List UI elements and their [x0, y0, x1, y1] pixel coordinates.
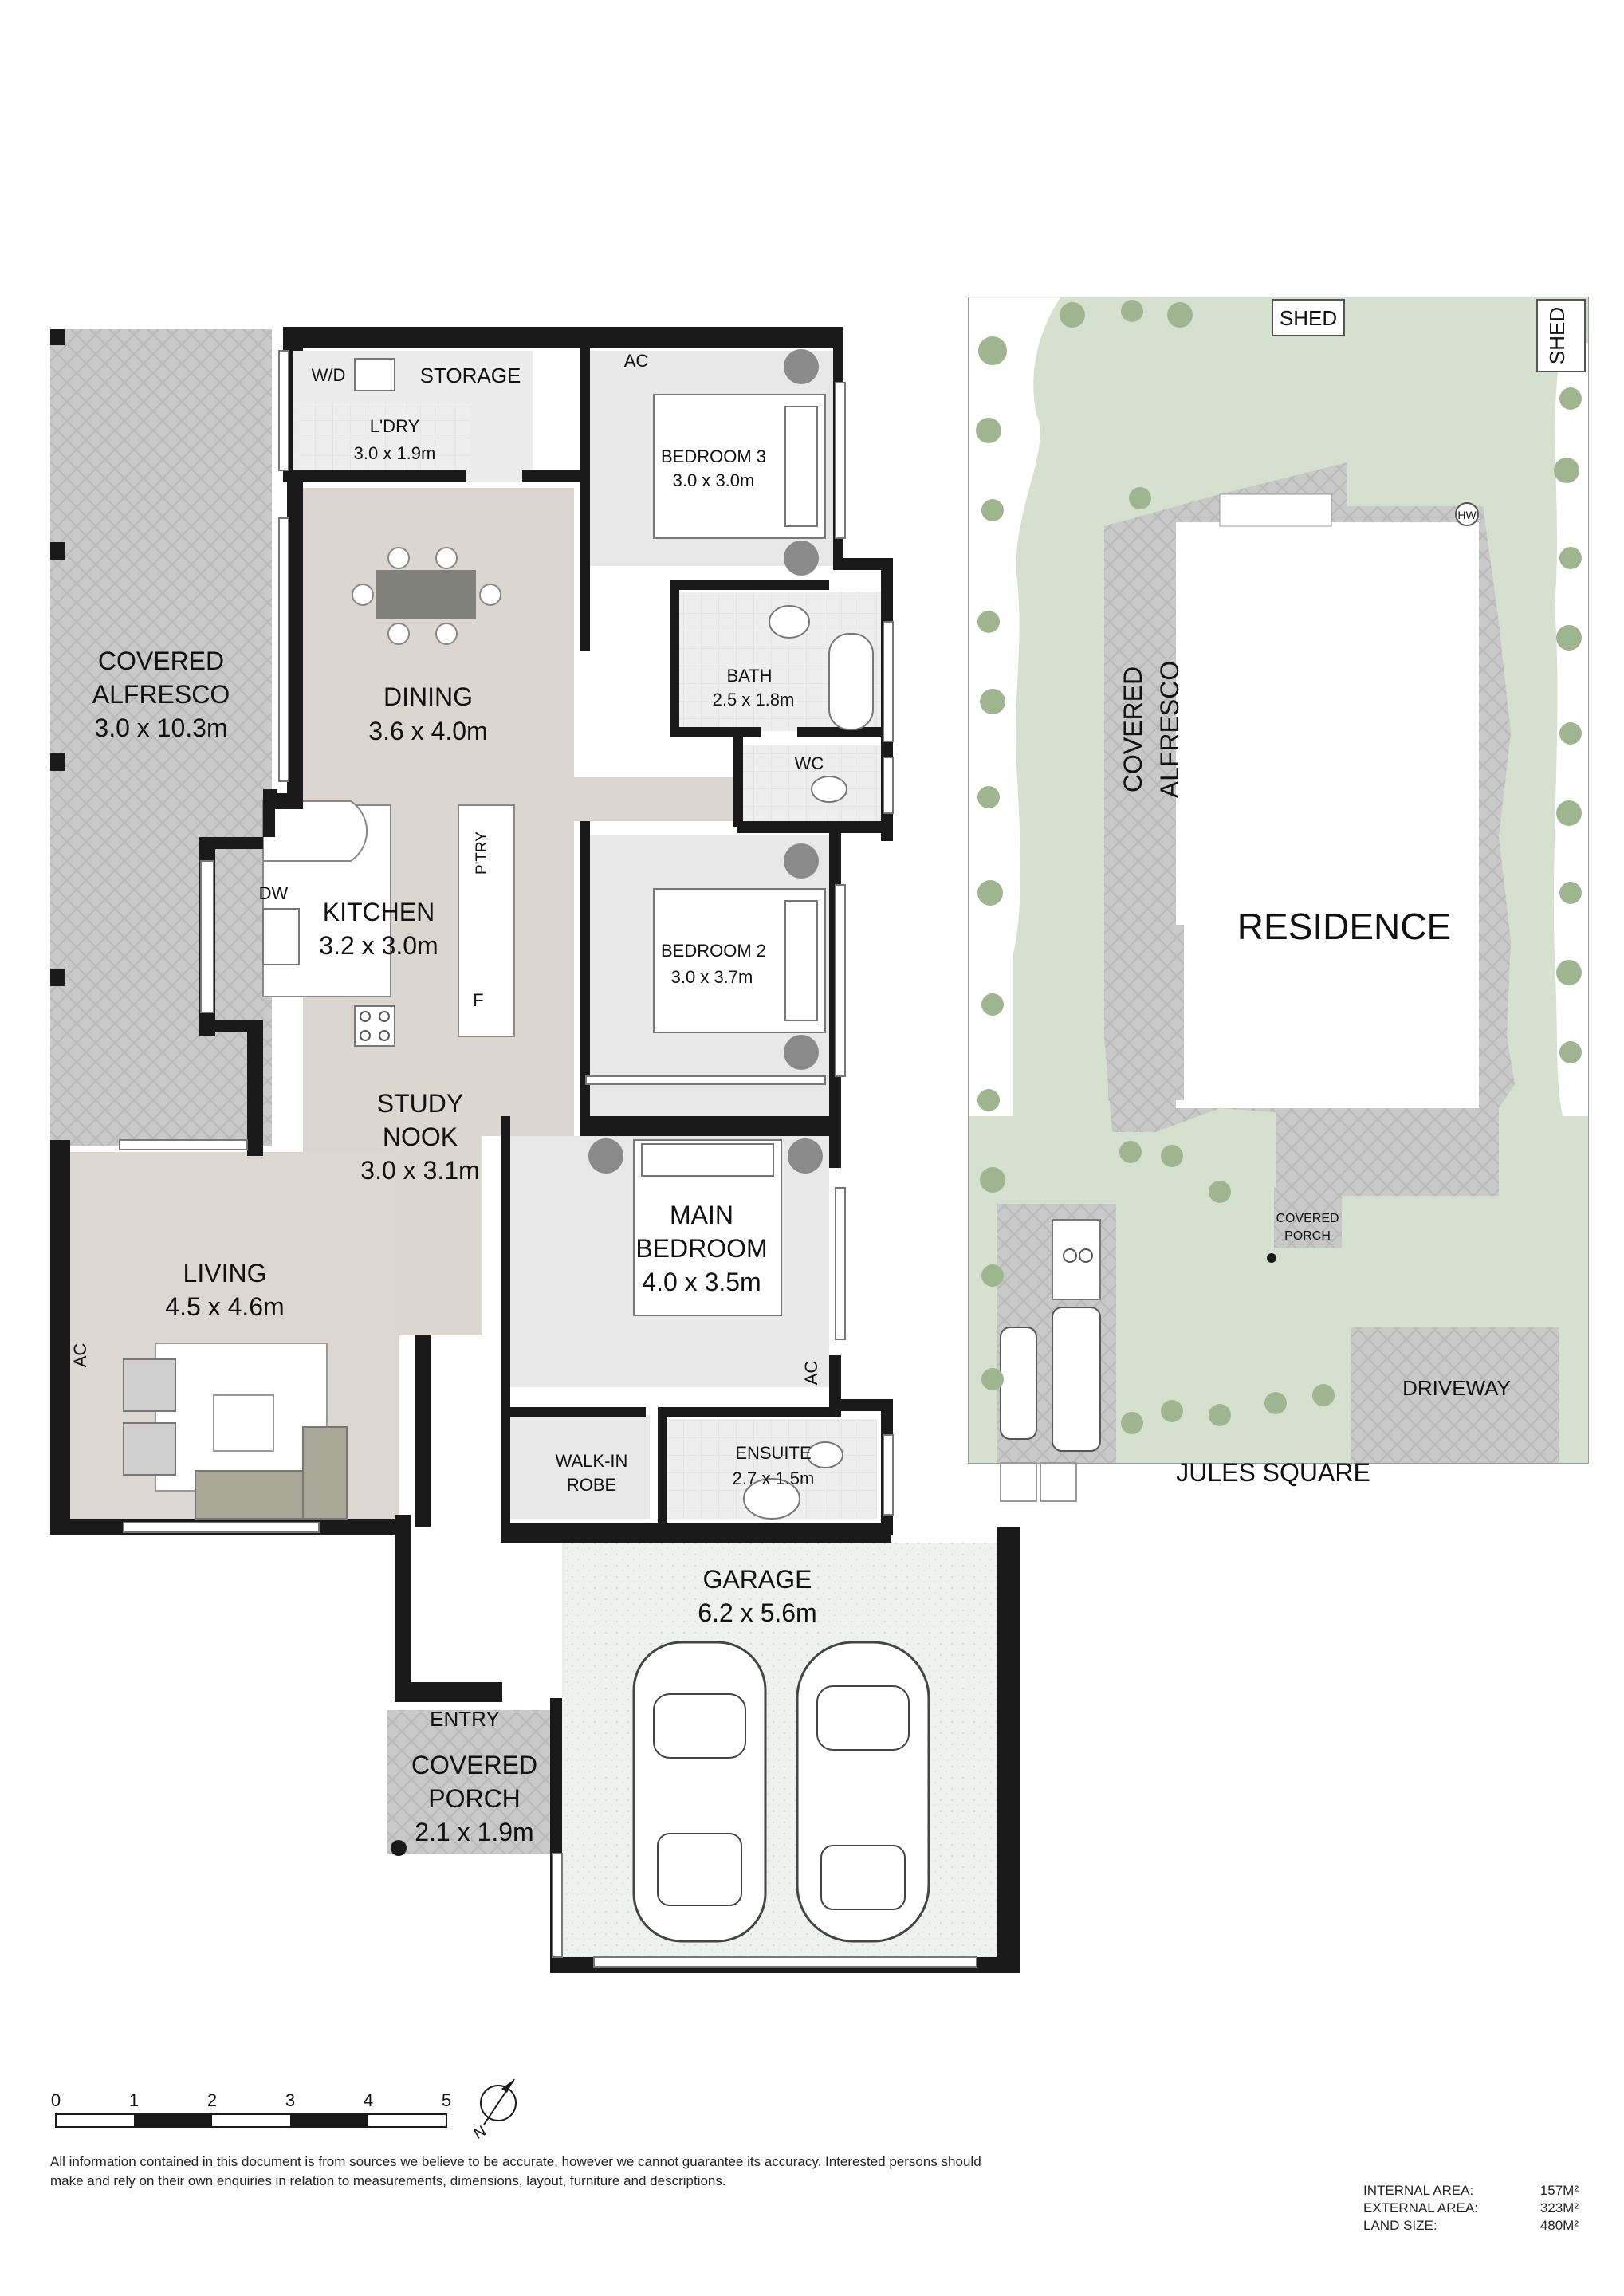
covered-alfresco-area [50, 329, 272, 1146]
street-label: JULES SQUARE [1176, 1458, 1370, 1487]
area-label: EXTERNAL AREA: [1363, 2200, 1478, 2215]
bedroom3-size: 3.0 x 3.0m [673, 470, 755, 490]
site-shrubs [976, 300, 1582, 1434]
dining-name: DINING [383, 682, 473, 711]
main-bed [588, 1138, 823, 1316]
shed-side-label: SHED [1545, 307, 1569, 364]
area-value: 323M² [1539, 2200, 1579, 2215]
garage-cars [632, 1641, 930, 1943]
area-row-external: EXTERNAL AREA: 323M² [1363, 2200, 1579, 2217]
pantry-label: P'TRY [474, 832, 490, 875]
area-value: 480M² [1539, 2218, 1579, 2233]
hw-marker [1455, 502, 1479, 526]
dw-label: DW [259, 883, 289, 903]
dining-kitchen-floor [303, 488, 737, 1694]
ac-main-label: AC [801, 1361, 821, 1386]
site-porch-2: PORCH [1284, 1229, 1331, 1243]
scale-bar: 0 1 2 3 4 5 [51, 2090, 451, 2128]
scale-tick-1: 1 [129, 2090, 139, 2110]
study-name-1: STUDY [377, 1089, 463, 1118]
scale-tick-3: 3 [285, 2090, 295, 2110]
ensuite-name: ENSUITE [735, 1443, 811, 1463]
garage-name: GARAGE [703, 1565, 812, 1594]
shed-side [1536, 299, 1586, 372]
scale-tick-2: 2 [207, 2090, 217, 2110]
site-alfresco-2: ALFRESCO [1155, 661, 1184, 798]
area-label: LAND SIZE: [1363, 2218, 1437, 2233]
walls [50, 327, 1020, 1973]
study-size: 3.0 x 3.1m [360, 1156, 479, 1185]
pantry-cabinet [458, 804, 515, 1037]
area-label: INTERNAL AREA: [1363, 2183, 1474, 2198]
kitchen-size: 3.2 x 3.0m [319, 931, 438, 960]
bedroom3-name: BEDROOM 3 [661, 446, 766, 466]
ensuite-size: 2.7 x 1.5m [733, 1468, 815, 1488]
alfresco-name-2: ALFRESCO [92, 680, 230, 709]
bath-fixtures [743, 605, 874, 1520]
porch-name-1: COVERED [411, 1751, 537, 1779]
study-name-2: NOOK [383, 1122, 458, 1151]
dining-table-set [352, 547, 501, 645]
main-bedroom-size: 4.0 x 3.5m [642, 1268, 761, 1296]
ac-living-label: AC [70, 1343, 90, 1368]
laundry-tile-floor [299, 403, 470, 482]
bath-size: 2.5 x 1.8m [713, 690, 795, 710]
alfresco-size: 3.0 x 10.3m [94, 714, 227, 742]
living-name: LIVING [183, 1259, 267, 1288]
bedroom2-size: 3.0 x 3.7m [671, 967, 753, 987]
storage-label: STORAGE [420, 364, 521, 387]
porch-floor [387, 1710, 550, 1854]
porch-name-2: PORCH [428, 1784, 521, 1813]
walkin-robe-name-2: ROBE [567, 1475, 616, 1495]
scale-tick-0: 0 [51, 2090, 61, 2110]
main-bedroom-name-1: MAIN [670, 1201, 733, 1229]
disclaimer: All information contained in this docume… [50, 2154, 981, 2188]
site-driveway [1351, 1327, 1559, 1463]
bedroom3-bed [653, 349, 826, 576]
area-summary: INTERNAL AREA: 157M² EXTERNAL AREA: 323M… [1363, 2182, 1579, 2235]
kitchen-island-curve [262, 800, 368, 862]
residence-label: RESIDENCE [1237, 906, 1451, 947]
area-row-land: LAND SIZE: 480M² [1363, 2217, 1579, 2235]
hw-label: HW [1457, 509, 1477, 521]
scale-tick-4: 4 [364, 2090, 373, 2110]
laundry-size: 3.0 x 1.9m [354, 443, 436, 463]
kitchen-name: KITCHEN [323, 898, 435, 926]
wd-label: W/D [312, 365, 346, 385]
walkin-robe-floor [510, 1415, 650, 1519]
laundry-name: L'DRY [370, 416, 420, 436]
bedroom2-bed [653, 843, 826, 1070]
driveway-label: DRIVEWAY [1402, 1376, 1511, 1400]
scale-tick-5: 5 [442, 2090, 451, 2110]
ac-bed3-label: AC [624, 351, 649, 371]
site-porch [1274, 1188, 1342, 1248]
fridge-label: F [473, 990, 483, 1010]
bedroom2-name: BEDROOM 2 [661, 941, 766, 961]
kitchen-fixtures [262, 358, 395, 1047]
wc-label: WC [795, 753, 824, 773]
shed-top-label: SHED [1280, 306, 1337, 330]
garage-size: 6.2 x 5.6m [698, 1598, 816, 1627]
alfresco-name-1: COVERED [98, 647, 224, 675]
site-alfresco-1: COVERED [1119, 666, 1147, 792]
living-furniture [123, 1343, 348, 1520]
porch-post [391, 1840, 407, 1856]
north-label: N [471, 2123, 489, 2143]
area-value: 157M² [1539, 2183, 1579, 2198]
north-arrow-icon: N [471, 2078, 517, 2143]
entry-label: ENTRY [430, 1707, 500, 1731]
windows [119, 350, 977, 1968]
site-porch-1: COVERED [1276, 1212, 1339, 1225]
shed-top [1272, 299, 1345, 336]
site-gates [1000, 1462, 1077, 1502]
area-row-internal: INTERNAL AREA: 157M² [1363, 2182, 1579, 2200]
living-size: 4.5 x 4.6m [165, 1292, 284, 1321]
dining-size: 3.6 x 4.0m [368, 717, 487, 745]
walkin-robe-name-1: WALK-IN [556, 1451, 628, 1471]
main-bedroom-name-2: BEDROOM [635, 1234, 767, 1263]
residence-body [1176, 522, 1479, 1108]
porch-size: 2.1 x 1.9m [415, 1818, 533, 1846]
bath-name: BATH [726, 666, 772, 686]
